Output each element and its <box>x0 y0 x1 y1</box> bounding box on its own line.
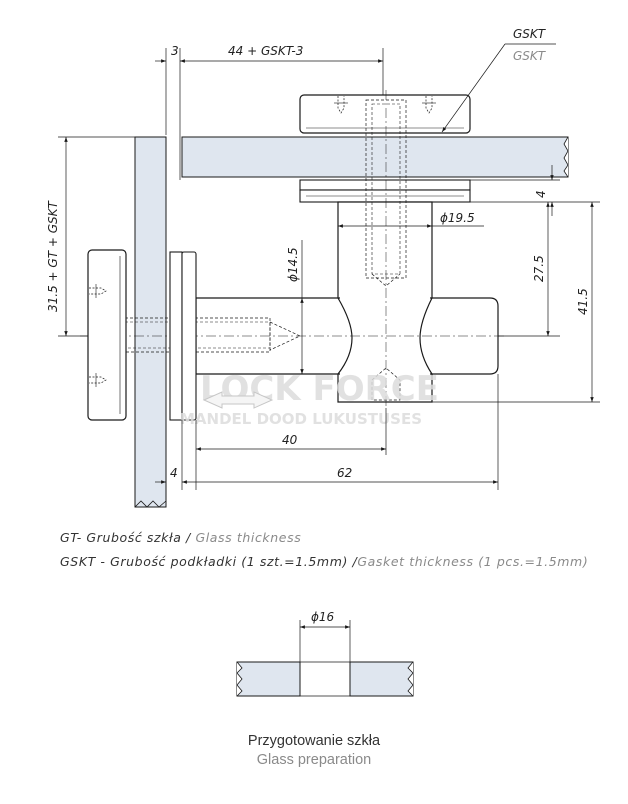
watermark: LOCK FORCE MANDEL DOOD LUKUSTUSES <box>180 369 439 428</box>
gasket-plates <box>299 179 471 203</box>
dim-width-40: 40 <box>282 433 298 447</box>
left-cap-plate <box>87 249 127 421</box>
caption-english: Glass preparation <box>256 752 372 768</box>
legend-glass-thickness: GT- Grubość szkła / Glass thickness <box>60 530 301 545</box>
dim-diameter-19-5: ϕ19.5 <box>440 211 475 225</box>
dim-height-27-5: 27.5 <box>532 255 546 282</box>
glass-preparation-detail: ϕ16 <box>236 610 414 697</box>
legend-gt-en: Glass thickness <box>195 530 302 545</box>
dim-gap-4-bottom: 4 <box>170 466 178 480</box>
horizontal-glass-panel <box>181 136 569 178</box>
dim-offset-44: 44 + GSKT-3 <box>228 44 303 58</box>
dim-width-62: 62 <box>337 466 352 480</box>
dim-gap-3: 3 <box>171 44 179 58</box>
top-cap-plate <box>299 94 471 134</box>
legend-gasket-thickness: GSKT - Grubość podkładki (1 szt.=1.5mm) … <box>60 554 588 569</box>
dim-height-41-5: 41.5 <box>576 288 590 315</box>
dim-gasket-bottom: GSKT <box>513 49 547 63</box>
dim-gap-4-right: 4 <box>534 190 548 198</box>
dim-hole-diameter: ϕ16 <box>311 610 335 624</box>
dimension-lines <box>58 43 600 490</box>
legend-gskt-pl: GSKT - Grubość podkładki (1 szt.=1.5mm) … <box>60 554 358 569</box>
dim-vertical-left: 31.5 + GT + GSKT <box>46 200 60 313</box>
inner-gasket-plates <box>169 251 197 421</box>
legend-gt-pl: GT- Grubość szkła / <box>60 530 196 545</box>
legend-gskt-en: Gasket thickness (1 pcs.=1.5mm) <box>357 554 589 569</box>
caption-polish: Przygotowanie szkła <box>247 733 381 749</box>
dim-gasket-top: GSKT <box>513 27 547 41</box>
dim-diameter-14-5: ϕ14.5 <box>286 247 300 282</box>
watermark-subtitle: MANDEL DOOD LUKUSTUSES <box>180 410 422 428</box>
